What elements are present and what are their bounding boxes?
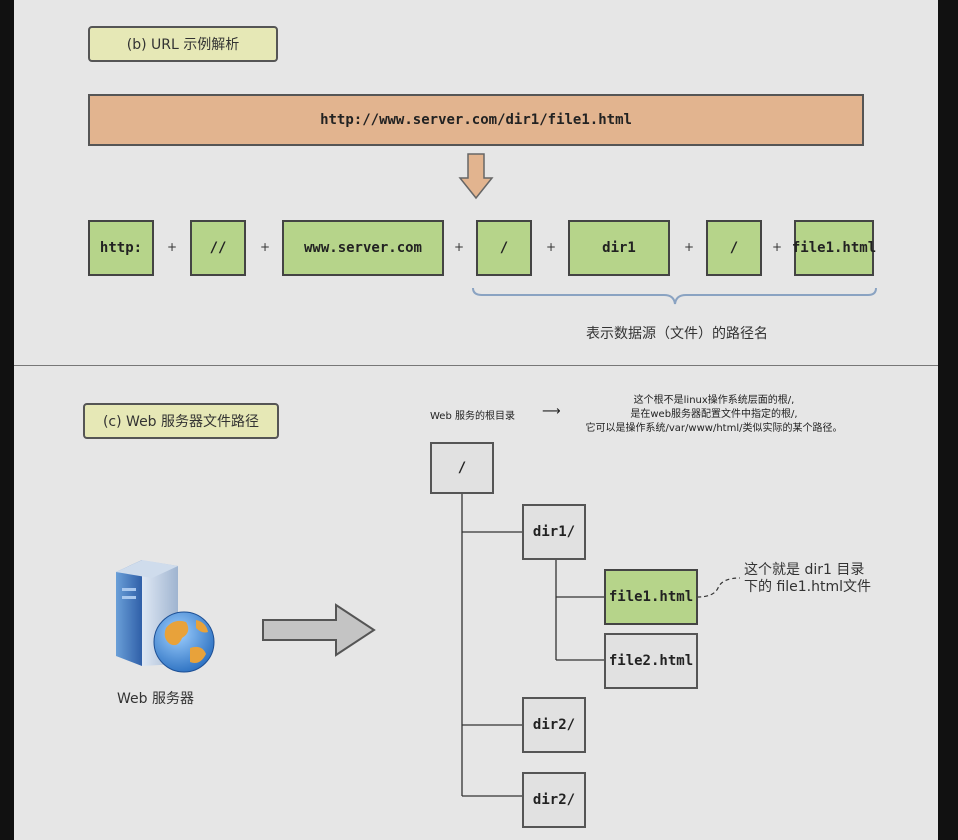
path-caption: 表示数据源（文件）的路径名 [586,326,768,342]
url-part-file-text: file1.html [791,240,877,256]
file-note: 这个就是 dir1 目录 下的 file1.html文件 [744,562,871,596]
url-part-slashes-text: // [209,240,227,256]
tree-node-file1-text: file1.html [608,589,694,605]
down-arrow-icon [458,153,494,200]
section-b-label-text: (b) URL 示例解析 [126,37,240,53]
url-part-host-text: www.server.com [303,240,422,256]
url-part-scheme: http: [88,220,154,276]
tree-node-dir2-a: dir2/ [522,697,586,753]
url-part-dir1-text: dir1 [602,240,636,256]
tree-node-dir2-b: dir2/ [522,772,586,828]
root-note-line: 是在web服务器配置文件中指定的根/, [630,409,798,420]
tree-node-file2: file2.html [604,633,698,689]
url-part-slash-1-text: / [499,240,509,256]
url-part-scheme-text: http: [99,240,143,256]
path-brace [472,287,877,305]
plus-sign: + [772,240,783,254]
root-note: 这个根不是linux操作系统层面的根/, 是在web服务器配置文件中指定的根/,… [558,394,870,436]
url-text: http://www.server.com/dir1/file1.html [320,112,632,128]
url-part-host: www.server.com [282,220,444,276]
url-bar: http://www.server.com/dir1/file1.html [88,94,864,146]
url-part-slash-1: / [476,220,532,276]
tree-connectors [461,494,741,797]
tree-node-root: / [430,442,494,494]
plus-sign: + [684,240,695,254]
web-server-icon [116,560,215,673]
tree-node-dir1: dir1/ [522,504,586,560]
url-part-slashes: // [190,220,246,276]
plus-sign: + [167,240,178,254]
root-note-line: 它可以是操作系统/var/www/html/类似实际的某个路径。 [585,423,843,434]
plus-sign: + [260,240,271,254]
url-part-file: file1.html [791,220,877,276]
web-server-caption: Web 服务器 [117,691,194,707]
section-b-label: (b) URL 示例解析 [88,26,278,62]
plus-sign: + [546,240,557,254]
tree-node-root-text: / [457,460,467,476]
tree-node-dir1-text: dir1/ [532,524,576,540]
root-arrow-icon: ⟶ [542,404,561,419]
root-label: Web 服务的根目录 [430,411,515,422]
url-part-dir1: dir1 [568,220,670,276]
root-note-line: 这个根不是linux操作系统层面的根/, [633,395,795,406]
section-c-label-text: (c) Web 服务器文件路径 [102,414,260,430]
file-note-line: 下的 file1.html文件 [744,579,872,595]
section-divider [14,365,938,366]
section-c-label: (c) Web 服务器文件路径 [83,403,279,439]
file-note-line: 这个就是 dir1 目录 [744,562,865,578]
tree-node-dir2-b-text: dir2/ [532,792,576,808]
tree-node-file2-text: file2.html [608,653,694,669]
tree-node-file1: file1.html [604,569,698,625]
tree-node-dir2-a-text: dir2/ [532,717,576,733]
plus-sign: + [454,240,465,254]
diagram-canvas: (b) URL 示例解析 http://www.server.com/dir1/… [14,0,938,840]
url-part-slash-2: / [706,220,762,276]
right-arrow-icon [262,603,376,657]
url-part-slash-2-text: / [729,240,739,256]
